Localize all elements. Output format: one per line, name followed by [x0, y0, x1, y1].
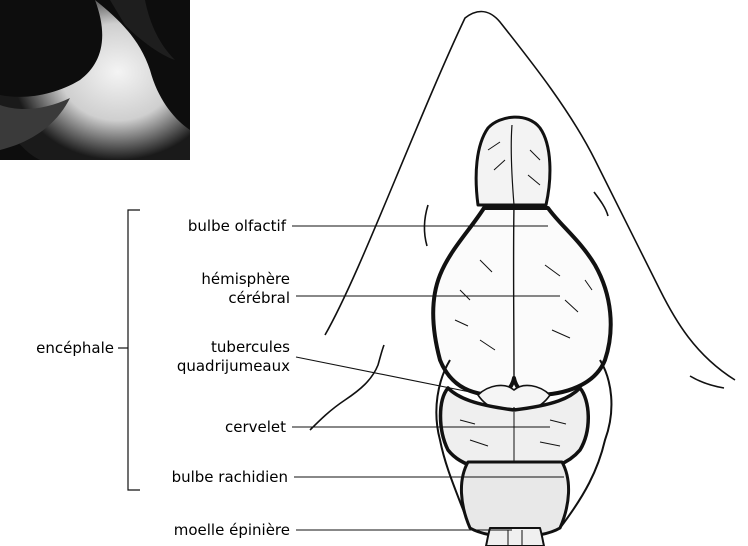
colliculi-label: tubercules quadrijumeaux: [130, 338, 290, 376]
cerebral-hemisphere-label-line1: hémisphère: [140, 270, 290, 289]
cerebral-hemisphere-label-line2: cérébral: [140, 289, 290, 308]
colliculi-label-line1: tubercules: [130, 338, 290, 357]
medulla-label: bulbe rachidien: [130, 468, 288, 487]
brain-drawing: [433, 117, 611, 546]
encephale-label: encéphale: [10, 339, 114, 358]
cerebellum-label: cervelet: [140, 418, 286, 437]
colliculi-label-line2: quadrijumeaux: [130, 357, 290, 376]
cerebral-hemisphere-label: hémisphère cérébral: [140, 270, 290, 308]
spinal-cord-label: moelle épinière: [120, 521, 290, 540]
olfactory-bulb-label: bulbe olfactif: [140, 217, 286, 236]
photo-fragment: [0, 0, 190, 160]
